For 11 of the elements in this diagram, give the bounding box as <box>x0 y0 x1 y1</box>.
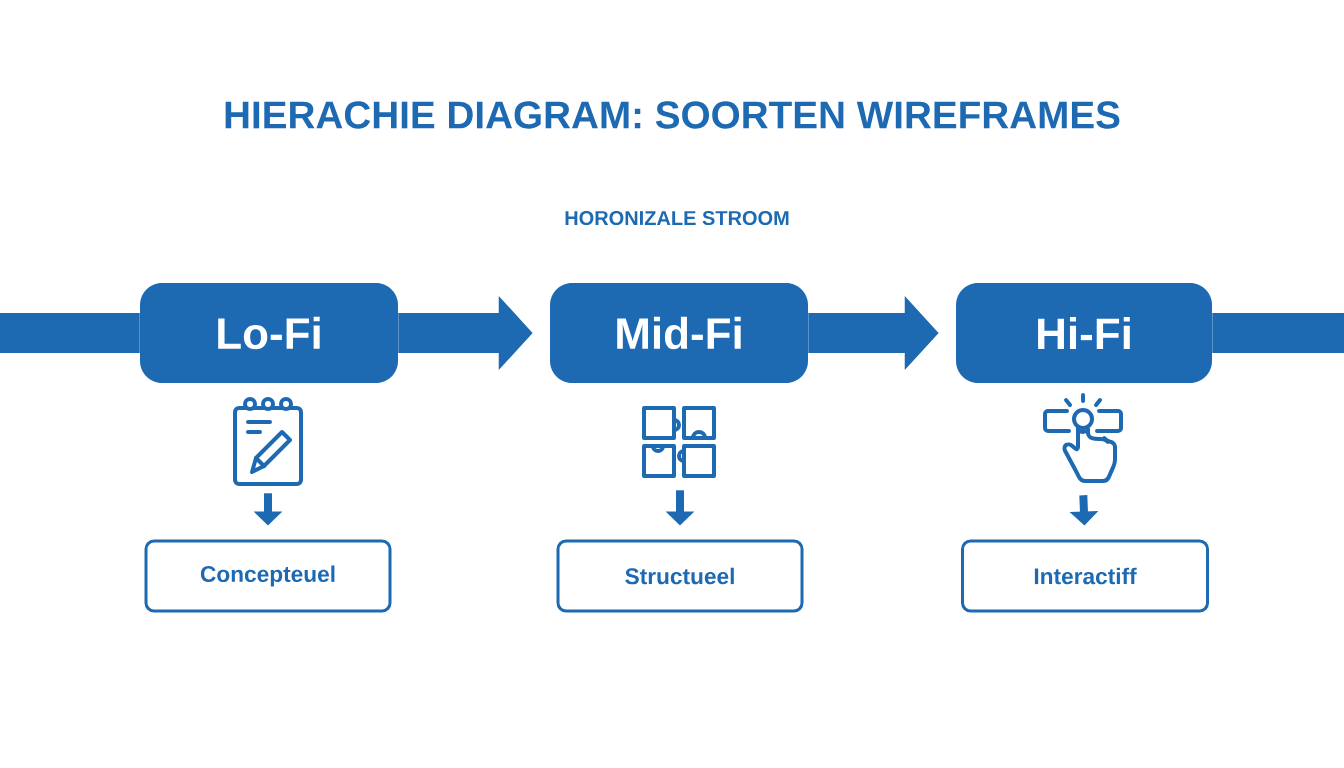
subtitle: HORONIZALE STROOM <box>565 210 789 226</box>
click-icon <box>1043 393 1123 483</box>
stage-box: Hi-Fi <box>956 283 1212 383</box>
notepad-icon <box>233 397 303 486</box>
outcome-box: Structueel <box>556 539 804 613</box>
outcome-box: Interactiff <box>961 539 1209 613</box>
stage-box: Lo-Fi <box>140 283 398 383</box>
title: HIERACHIE DIAGRAM: SOORTEN WIREFRAMES <box>225 101 1120 129</box>
puzzle-icon <box>642 406 716 478</box>
outcome-box: Concepteuel <box>144 539 392 613</box>
stage-box: Mid-Fi <box>550 283 808 383</box>
